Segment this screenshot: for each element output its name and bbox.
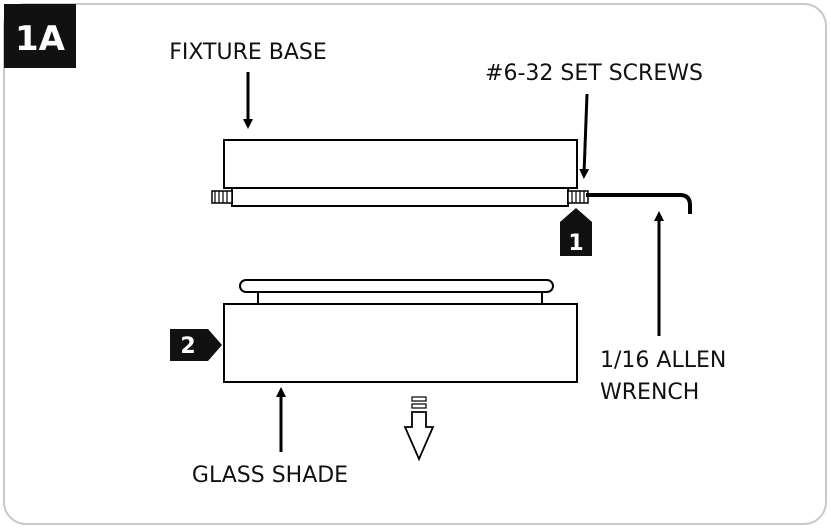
set-screws-arrow bbox=[579, 93, 590, 179]
left-set-screw bbox=[211, 190, 233, 204]
glass-shade bbox=[223, 303, 578, 383]
right-set-screw bbox=[567, 190, 589, 204]
fixture-base-label: FIXTURE BASE bbox=[169, 40, 327, 65]
callout-step-1-text: 1 bbox=[568, 231, 583, 256]
fixture-base-ring bbox=[231, 187, 569, 207]
diagram-frame bbox=[3, 3, 827, 525]
callout-step-2: 2 bbox=[170, 329, 222, 361]
allen-wrench-label-line2: WRENCH bbox=[600, 380, 699, 405]
allen-wrench bbox=[586, 193, 692, 214]
fixture-base bbox=[223, 139, 578, 189]
down-direction-arrow bbox=[403, 396, 435, 462]
set-screws-label: #6-32 SET SCREWS bbox=[485, 61, 703, 86]
allen-wrench-label-line1: 1/16 ALLEN bbox=[600, 348, 726, 373]
glass-shade-label: GLASS SHADE bbox=[192, 463, 348, 488]
callout-step-1: 1 bbox=[560, 208, 592, 256]
step-badge-text: 1A bbox=[15, 19, 66, 59]
callout-step-2-text: 2 bbox=[180, 334, 195, 359]
glass-shade-lip bbox=[239, 279, 554, 293]
glass-shade-neck bbox=[257, 291, 543, 305]
step-badge: 1A bbox=[4, 4, 76, 68]
